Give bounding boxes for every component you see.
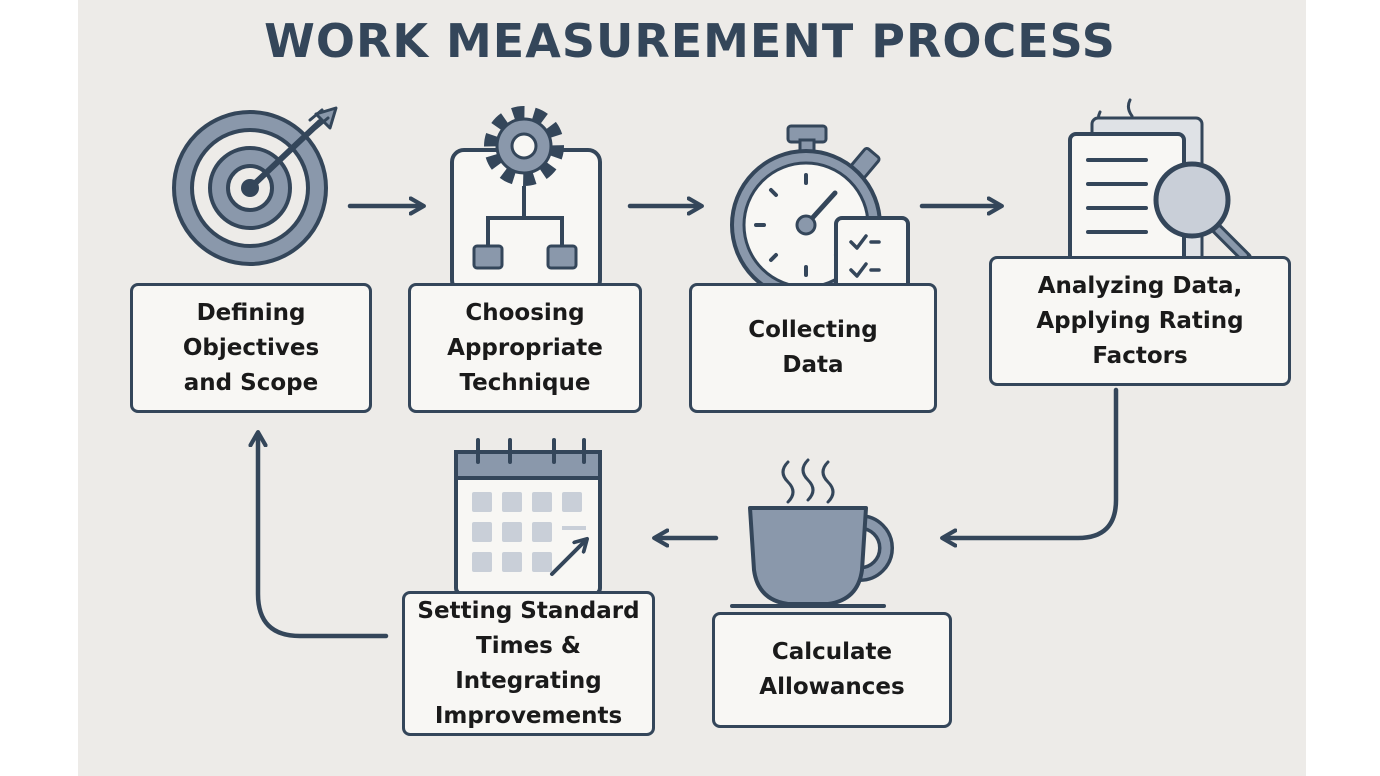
step-label: Setting Standard Times & Integrating Imp…	[417, 597, 640, 729]
gear-flowchart-icon	[450, 106, 602, 294]
step-label: Collecting Data	[748, 317, 878, 378]
step-setting-standard-times: Setting Standard Times & Integrating Imp…	[402, 591, 655, 736]
step-label: Analyzing Data, Applying Rating Factors	[1036, 272, 1244, 369]
step-choosing-technique: Choosing Appropriate Technique	[408, 283, 642, 413]
calendar-trend-icon	[454, 438, 602, 596]
step-label: Choosing Appropriate Technique	[447, 299, 603, 396]
step-analyzing-data: Analyzing Data, Applying Rating Factors	[989, 256, 1291, 386]
stopwatch-checklist-icon	[730, 124, 910, 306]
target-icon	[172, 106, 338, 266]
step-label: Defining Objectives and Scope	[182, 299, 320, 396]
arrow-step6-to-step1	[258, 434, 389, 639]
arrow-step4-to-step5	[944, 387, 1119, 538]
step-label: Calculate Allowances	[759, 639, 905, 700]
step-defining-objectives: Defining Objectives and Scope	[130, 283, 372, 413]
step-calculate-allowances: Calculate Allowances	[712, 612, 952, 728]
coffee-cup-icon	[730, 458, 894, 608]
step-collecting-data: Collecting Data	[689, 283, 937, 413]
diagram-title: WORK MEASUREMENT PROCESS	[264, 14, 1116, 68]
